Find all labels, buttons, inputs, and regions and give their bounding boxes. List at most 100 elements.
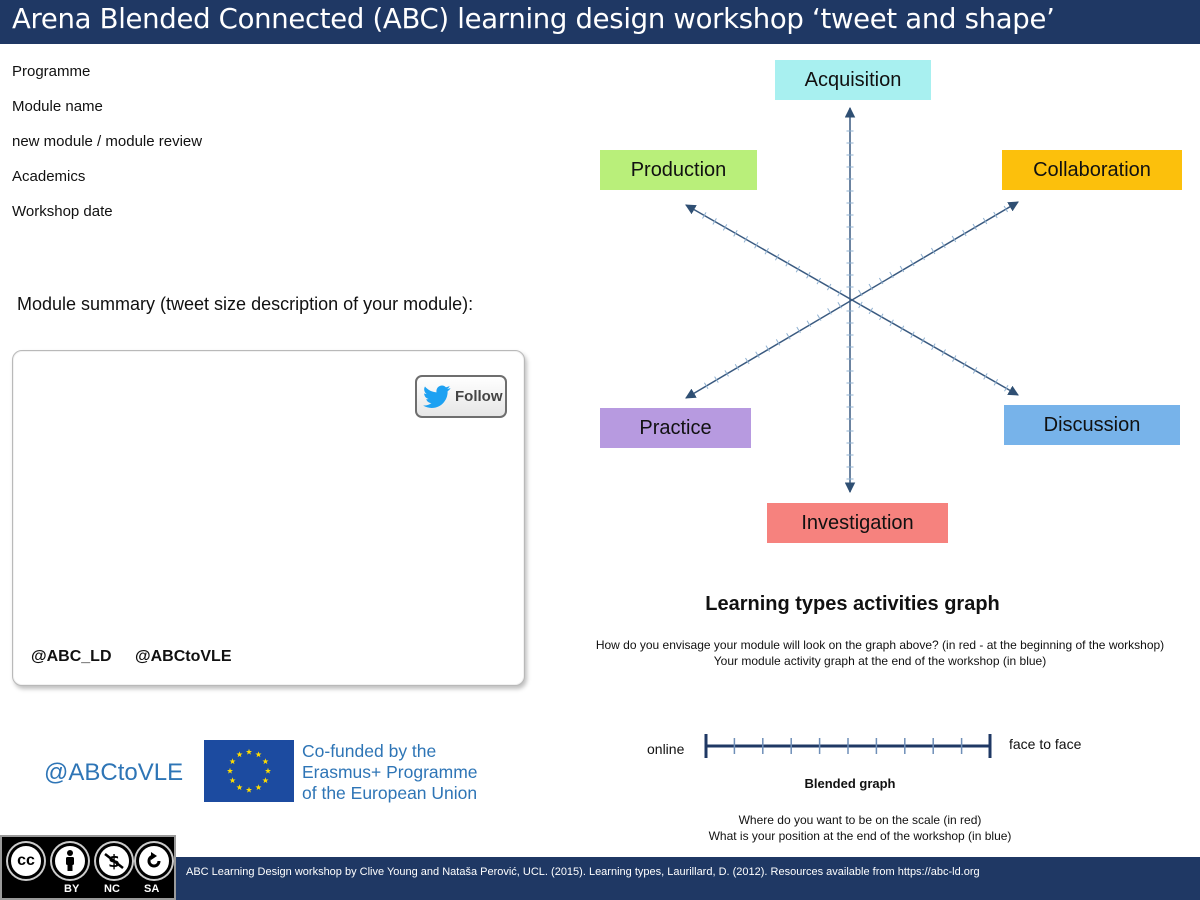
axis-tick	[816, 314, 822, 321]
axis-tick	[930, 247, 936, 255]
axis-tick	[734, 363, 740, 371]
blended-graph-label: Blended graph	[804, 776, 896, 791]
axis-tick	[899, 325, 905, 333]
axis-tick	[774, 253, 780, 261]
eu-star	[262, 758, 269, 765]
axis-tick	[952, 355, 957, 362]
axis-tick	[754, 242, 759, 249]
axis-tick	[826, 283, 832, 291]
graph-instruction-red: How do you envisage your module will loo…	[595, 638, 1165, 652]
axis-tick	[941, 241, 946, 249]
field-academics: Academics	[12, 168, 86, 185]
cc-label-nc: NC	[104, 883, 120, 895]
axis-tick	[1003, 205, 1009, 213]
eu-line-2: Erasmus+ Programme	[302, 762, 478, 782]
brand-handle: @ABCtoVLE	[44, 759, 184, 786]
axis-tick	[816, 277, 821, 285]
axis-tick	[795, 265, 801, 273]
field-workshop-date: Workshop date	[12, 203, 113, 220]
acquisition-label: Acquisition	[775, 60, 931, 100]
summary-label: Module summary (tweet size description o…	[17, 294, 474, 314]
blended-scale	[704, 734, 992, 758]
cc-icon: cc	[8, 843, 44, 879]
axis-tick	[858, 289, 863, 297]
axis-tick	[920, 337, 926, 344]
axis-tick	[1004, 385, 1009, 392]
axis-tick	[920, 253, 925, 261]
follow-label: Follow	[455, 388, 503, 405]
axis-tick	[993, 379, 999, 386]
axis-tick	[837, 289, 842, 297]
follow-button[interactable]: Follow	[415, 375, 507, 418]
axis-tick	[941, 349, 946, 356]
graph-title: Learning types activities graph	[705, 593, 1000, 615]
learning-types-radar	[685, 106, 1019, 494]
axis-tick	[775, 339, 781, 346]
eu-star	[255, 784, 262, 791]
axis-tick	[899, 265, 905, 273]
axis-tick	[983, 373, 988, 380]
handle-abc-ld: @ABC_LD	[31, 648, 112, 665]
axis-tick	[724, 370, 729, 377]
axis-tick	[786, 332, 791, 340]
axis-tick	[868, 307, 874, 315]
scale-right-label: face to face	[1009, 736, 1082, 752]
production-label: Production	[600, 150, 757, 190]
axis-tick	[889, 271, 894, 279]
eu-star	[229, 777, 236, 784]
axis-tick	[806, 271, 811, 279]
axis-tick	[889, 319, 894, 327]
axis-tick	[972, 367, 978, 374]
practice-label: Practice	[600, 408, 751, 448]
axis-tick	[827, 308, 832, 315]
handle-abctovle: @ABCtoVLE	[135, 648, 232, 665]
axis-tick	[962, 361, 967, 368]
axis-collaboration-practice	[685, 201, 1019, 399]
person-icon	[66, 850, 74, 871]
axis-tick	[982, 217, 988, 225]
scale-question-red: Where do you want to be on the scale (in…	[738, 813, 982, 827]
axis-tick	[931, 343, 936, 350]
axis-tick	[878, 277, 884, 285]
share-alike-icon	[147, 852, 161, 868]
axis-tick	[962, 229, 967, 237]
collaboration-label: Collaboration	[1002, 150, 1182, 190]
investigation-label: Investigation	[767, 503, 948, 543]
eu-star	[226, 767, 234, 774]
cc-label-by: BY	[64, 883, 80, 895]
discussion-label: Discussion	[1004, 405, 1180, 445]
axis-tick	[951, 235, 957, 243]
axis-tick	[910, 331, 915, 339]
noncommercial-icon: $	[96, 843, 132, 879]
axis-tick	[733, 230, 738, 237]
axis-tick	[702, 212, 707, 219]
axis-tick	[743, 236, 749, 243]
footer-credit: ABC Learning Design workshop by Clive Yo…	[186, 866, 980, 878]
module-details: Programme Module name new module / modul…	[12, 62, 202, 237]
eu-star	[229, 758, 236, 765]
eu-line-1: Co-funded by the	[302, 741, 437, 761]
axis-tick	[806, 320, 812, 328]
axis-tick	[785, 259, 790, 267]
scale-question-blue: What is your position at the end of the …	[708, 829, 1012, 843]
eu-star	[236, 784, 243, 791]
axis-tick	[703, 382, 709, 390]
eu-star	[245, 748, 253, 755]
axis-tick	[972, 223, 977, 231]
axis-tick	[858, 301, 863, 309]
axis-tick	[796, 326, 801, 334]
eu-star	[255, 751, 262, 758]
footer-bar: ABC Learning Design workshop by Clive Yo…	[176, 857, 1200, 900]
page-title: Arena Blended Connected (ABC) learning d…	[12, 3, 1055, 35]
title-bar: Arena Blended Connected (ABC) learning d…	[0, 0, 1200, 44]
sharealike-icon	[136, 843, 172, 879]
axis-tick	[910, 259, 915, 267]
graph-instruction-blue: Your module activity graph at the end of…	[713, 654, 1047, 668]
eu-star	[245, 786, 253, 793]
field-programme: Programme	[12, 63, 91, 80]
scale-left-label: online	[647, 741, 685, 757]
eu-star	[264, 767, 272, 774]
tweet-card[interactable]: Follow @ABC_LD @ABCtoVLE	[12, 350, 525, 686]
twitter-bird-icon	[423, 384, 451, 408]
attribution-icon	[52, 843, 88, 879]
